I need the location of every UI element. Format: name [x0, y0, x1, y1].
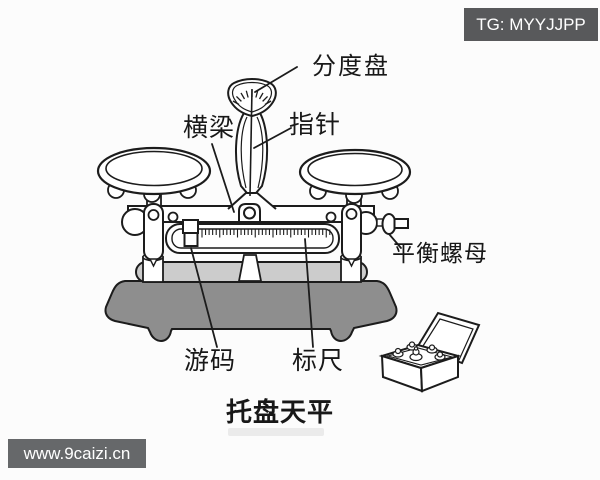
label-pointer: 指针: [289, 112, 342, 139]
left-pan: [96, 146, 212, 207]
leader-beam: [211, 143, 235, 213]
right-pan: [298, 148, 412, 207]
weights-box: [378, 311, 481, 393]
base: [104, 252, 398, 343]
leader-pointer: [253, 127, 292, 149]
center-mount: [167, 191, 337, 223]
left-pillar: [143, 203, 164, 268]
diagram-title: 托盘天平: [226, 398, 335, 427]
ruler-scale-ticks: [201, 229, 331, 238]
label-beam: 横梁: [183, 115, 236, 142]
watermark-top-right: TG: MYYJJPP: [464, 8, 598, 41]
leader-graduated-dial: [254, 66, 298, 93]
weights: [392, 341, 446, 362]
dial-ticks: [232, 90, 272, 106]
right-pillar: [341, 203, 362, 268]
label-ruler: 标尺: [292, 348, 345, 375]
ruler-assembly: [165, 219, 340, 254]
watermark-bottom-left: www.9caizi.cn: [8, 439, 146, 468]
label-balance-nut: 平衡螺母: [392, 241, 488, 266]
title-smudge: [228, 428, 324, 436]
label-rider: 游码: [184, 348, 237, 375]
leader-rider: [190, 247, 218, 348]
leader-ruler: [304, 238, 314, 348]
rider: [182, 219, 199, 247]
leader-lines: [190, 66, 402, 348]
center-support: [237, 254, 263, 282]
label-graduated-dial: 分度盘: [312, 54, 390, 80]
leader-balance-nut: [388, 233, 402, 249]
pointer-needle: [249, 88, 253, 197]
graduated-dial: [227, 77, 277, 197]
beam-screw-right: [325, 211, 337, 223]
base-body: [104, 280, 398, 343]
balance-nut: [376, 213, 409, 235]
beam-screw-left: [167, 211, 179, 223]
